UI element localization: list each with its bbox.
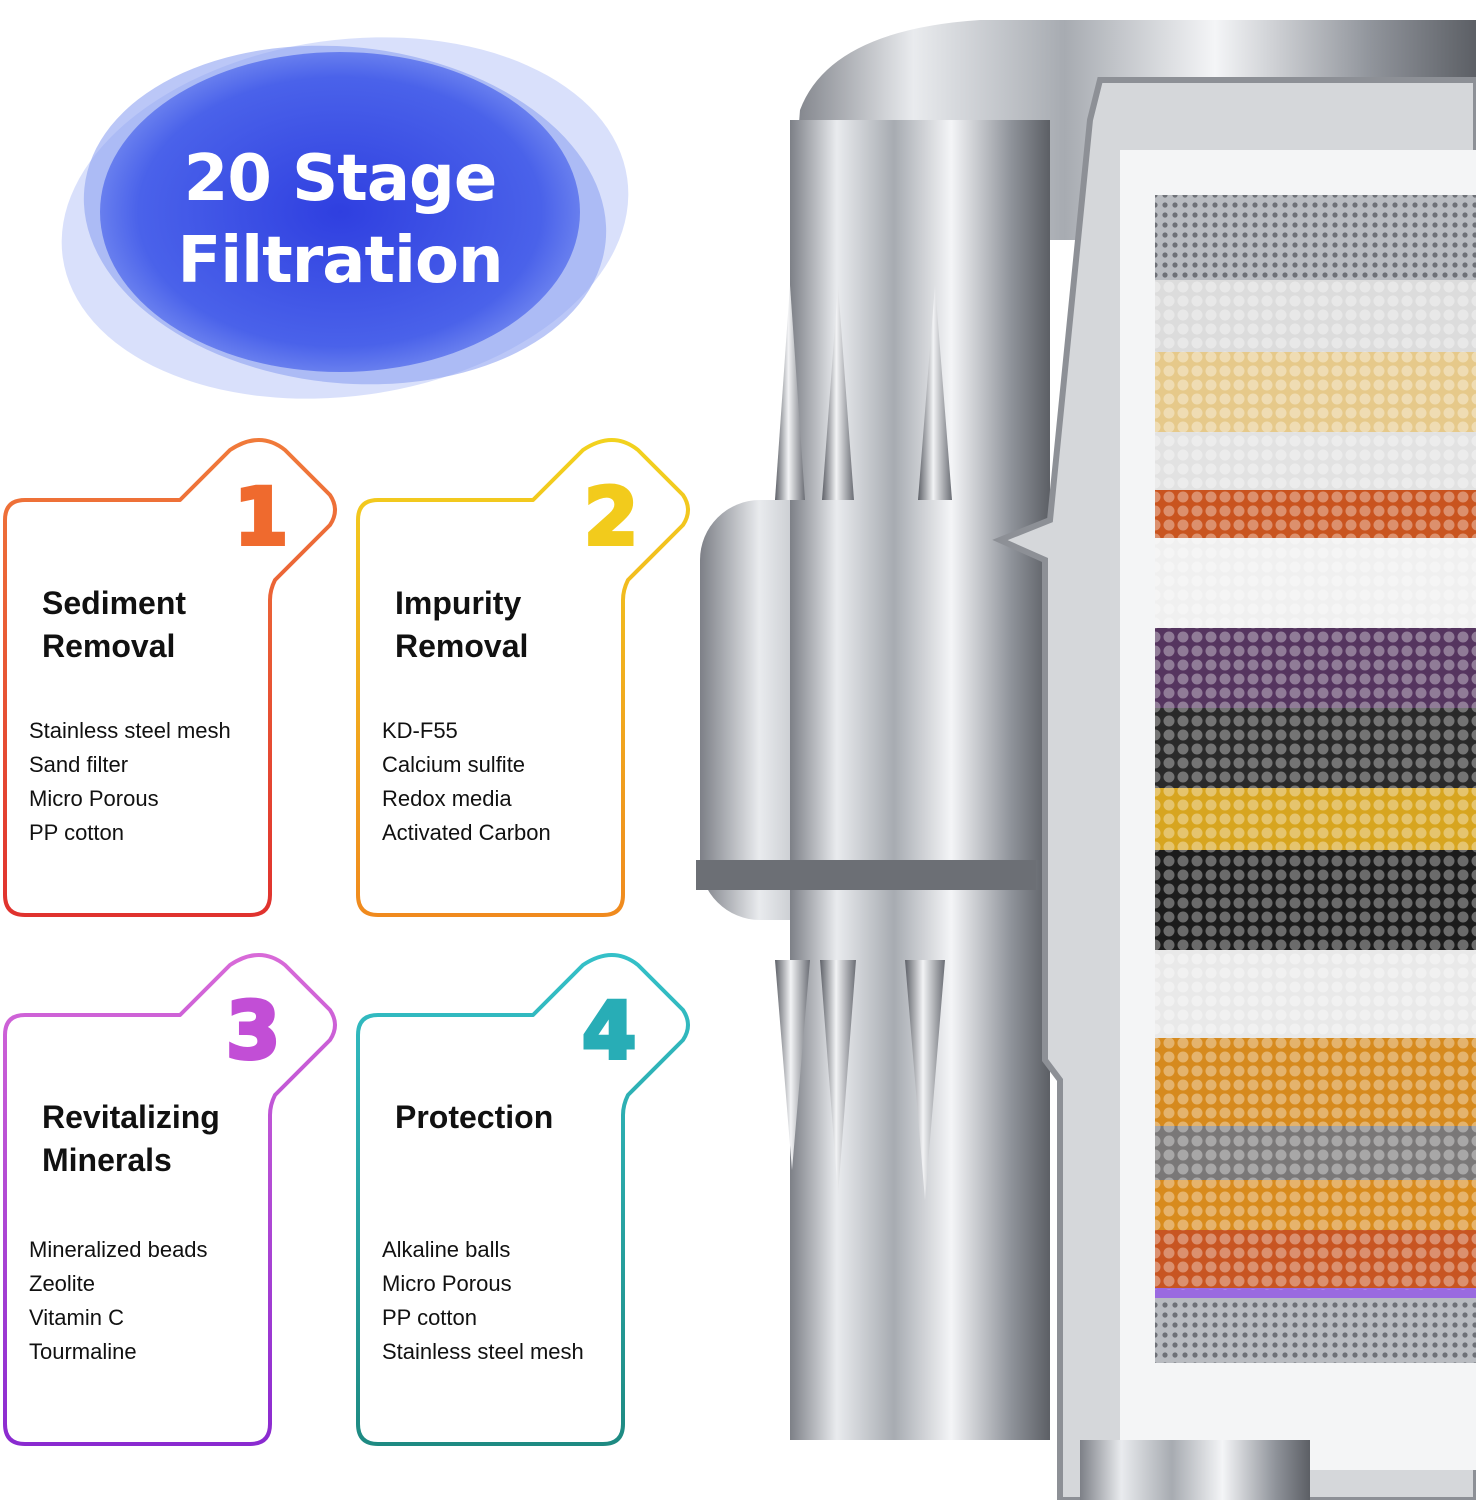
card-title-line-2: Minerals xyxy=(42,1142,172,1178)
card-title-line-1: Impurity xyxy=(395,585,522,621)
card-number: 3 xyxy=(224,987,282,1077)
card-3-outline xyxy=(3,953,337,1446)
card-media-list: KD-F55 Calcium sulfite Redox media Activ… xyxy=(382,714,622,850)
card-title-line-2: Removal xyxy=(395,628,529,664)
list-item: PP cotton xyxy=(29,820,124,845)
list-item: Redox media xyxy=(382,786,512,811)
list-item: Stainless steel mesh xyxy=(29,718,231,743)
card-media-list: Alkaline balls Micro Porous PP cotton St… xyxy=(382,1233,622,1369)
card-4-outline xyxy=(356,953,690,1446)
card-title-line-1: Revitalizing xyxy=(42,1099,220,1135)
list-item: Micro Porous xyxy=(29,786,159,811)
card-number: 4 xyxy=(580,987,638,1077)
list-item: PP cotton xyxy=(382,1305,477,1330)
list-item: Sand filter xyxy=(29,752,129,777)
headline: 20 Stage Filtration xyxy=(130,138,550,302)
card-title: Revitalizing Minerals xyxy=(42,1096,282,1182)
card-title-line-1: Sediment xyxy=(42,585,187,621)
headline-line-1: 20 Stage xyxy=(183,142,497,216)
card-title: Sediment Removal xyxy=(42,582,282,668)
headline-line-2: Filtration xyxy=(177,224,504,298)
card-media-list: Mineralized beads Zeolite Vitamin C Tour… xyxy=(29,1233,269,1369)
list-item: Stainless steel mesh xyxy=(382,1339,584,1364)
card-title: Impurity Removal xyxy=(395,582,635,668)
card-number: 1 xyxy=(232,473,290,563)
list-item: Activated Carbon xyxy=(382,820,551,845)
card-title-line-1: Protection xyxy=(395,1099,554,1135)
list-item: Zeolite xyxy=(29,1271,96,1296)
card-1-outline xyxy=(3,438,337,917)
card-title: Protection xyxy=(395,1096,635,1139)
list-item: Tourmaline xyxy=(29,1339,137,1364)
card-title-line-2: Removal xyxy=(42,628,176,664)
card-number: 2 xyxy=(582,473,640,563)
card-2-outline xyxy=(356,438,690,917)
list-item: Mineralized beads xyxy=(29,1237,208,1262)
list-item: Calcium sulfite xyxy=(382,752,526,777)
list-item: Micro Porous xyxy=(382,1271,512,1296)
list-item: Alkaline balls xyxy=(382,1237,511,1262)
list-item: KD-F55 xyxy=(382,718,458,743)
list-item: Vitamin C xyxy=(29,1305,124,1330)
card-media-list: Stainless steel mesh Sand filter Micro P… xyxy=(29,714,269,850)
